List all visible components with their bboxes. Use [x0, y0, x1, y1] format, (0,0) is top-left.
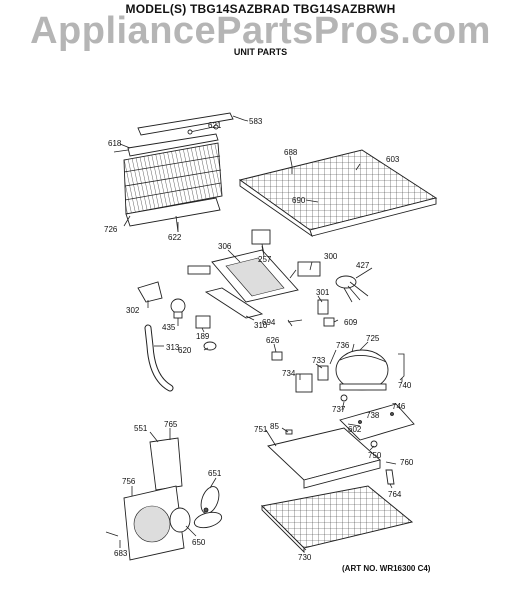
label-435: 435	[162, 323, 176, 332]
part-306-cover	[187, 249, 299, 303]
label-602: 602	[348, 425, 362, 434]
leader-lines	[119, 119, 403, 551]
label-306: 306	[218, 242, 232, 251]
label-300: 300	[324, 252, 338, 261]
part-737-grommet	[340, 394, 348, 402]
part-313-drain-tube	[144, 324, 174, 392]
part-725-compressor	[335, 343, 389, 391]
label-301: 301	[316, 288, 330, 297]
label-626: 626	[266, 336, 280, 345]
part-609-knob	[323, 317, 335, 327]
label-302: 302	[126, 306, 140, 315]
label-620: 620	[178, 346, 192, 355]
part-189-socket	[195, 315, 211, 329]
label-736: 736	[336, 341, 350, 350]
part-694-screw	[287, 319, 293, 327]
label-189: 189	[196, 332, 210, 341]
part-683-screw	[105, 531, 119, 537]
part-756-fan-shroud	[123, 485, 185, 561]
label-310: 310	[254, 321, 268, 330]
label-650: 650	[192, 538, 206, 547]
label-740: 740	[398, 381, 412, 390]
part-300-relay	[289, 261, 321, 279]
part-301-thermostat	[317, 299, 329, 315]
label-651: 651	[208, 469, 222, 478]
label-765: 765	[164, 420, 178, 429]
label-733: 733	[312, 356, 326, 365]
part-651-fan-blade	[193, 486, 223, 529]
part-618-condenser-tube	[113, 133, 219, 157]
label-551: 551	[134, 424, 148, 433]
label-738: 738	[366, 411, 380, 420]
condenser-coil	[123, 142, 223, 215]
label-583: 583	[249, 117, 263, 126]
part-650-fan-motor	[169, 507, 191, 533]
part-730-grille	[260, 485, 414, 554]
label-85: 85	[270, 422, 279, 431]
part-733-overload	[317, 365, 329, 381]
label-734: 734	[282, 369, 296, 378]
part-302-bracket	[137, 281, 163, 303]
model-title: MODEL(S) TBG14SAZBRAD TBG14SAZBRWH	[125, 2, 396, 16]
label-737: 737	[332, 405, 346, 414]
label-726: 726	[104, 225, 118, 234]
label-427: 427	[356, 261, 370, 270]
part-751-drain-pan	[267, 427, 381, 489]
label-750: 750	[368, 451, 382, 460]
part-427-harness	[335, 275, 369, 303]
label-764: 764	[388, 490, 402, 499]
part-435-lamp	[170, 298, 186, 319]
label-618: 618	[108, 139, 122, 148]
part-583-bracket	[137, 112, 245, 136]
label-751: 751	[254, 425, 268, 434]
part-746-plate	[339, 403, 415, 441]
label-760: 760	[400, 458, 414, 467]
part-85-screw	[285, 429, 293, 435]
label-746: 746	[392, 402, 406, 411]
label-694: 694	[262, 318, 276, 327]
part-734-relay	[295, 373, 313, 393]
label-621: 621	[208, 121, 222, 130]
part-764-bracket	[385, 469, 395, 485]
label-313: 313	[166, 343, 180, 352]
label-756: 756	[122, 477, 136, 486]
label-609: 609	[344, 318, 358, 327]
part-740-tube	[398, 353, 405, 381]
label-622: 622	[168, 233, 182, 242]
label-603: 603	[386, 155, 400, 164]
label-257: 257	[258, 255, 272, 264]
label-690: 690	[292, 196, 306, 205]
label-683: 683	[114, 549, 128, 558]
part-760-clip	[385, 461, 397, 465]
part-620-plug	[203, 341, 217, 351]
watermark-logo: AppliancePartsPros.com	[30, 10, 491, 52]
label-688: 688	[284, 148, 298, 157]
part-626-clip	[271, 351, 283, 361]
part-310-channel	[204, 287, 264, 319]
part-750-clip	[370, 440, 378, 448]
label-725: 725	[366, 334, 380, 343]
art-number: (ART NO. WR16300 C4)	[342, 564, 431, 573]
part-621-screws	[187, 124, 219, 135]
section-title: UNIT PARTS	[233, 47, 288, 57]
part-765-duct	[149, 437, 183, 491]
part-603-shelf	[238, 149, 438, 238]
label-730: 730	[298, 553, 312, 562]
part-number-labels: 583 621 618 688 603 690 726 622 306 257 …	[104, 117, 414, 562]
